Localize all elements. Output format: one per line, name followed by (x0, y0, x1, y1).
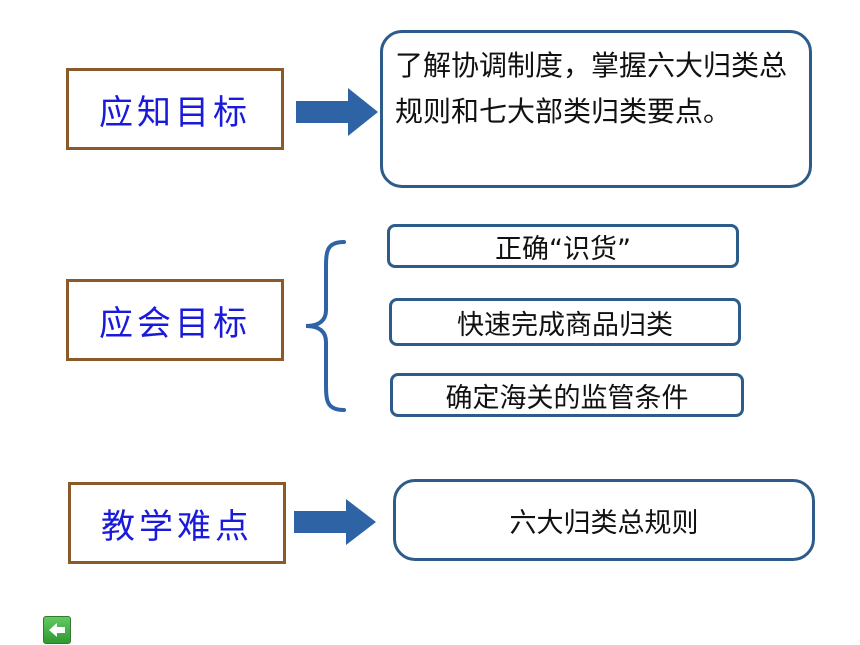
right-arrow-icon (296, 88, 378, 136)
left-curly-brace-icon (305, 240, 346, 412)
skill-item-text: 确定海关的监管条件 (445, 382, 689, 414)
label-skill-goal-text: 应会目标 (99, 303, 251, 344)
skill-item: 正确“识货” (387, 224, 739, 268)
label-teaching-difficulty: 教学难点 (68, 482, 286, 564)
back-button[interactable] (43, 616, 71, 644)
skill-item: 确定海关的监管条件 (390, 373, 744, 417)
skill-item: 快速完成商品归类 (389, 298, 741, 346)
label-knowledge-goal-text: 应知目标 (99, 92, 251, 133)
label-knowledge-goal: 应知目标 (66, 68, 284, 150)
right-arrow-icon (294, 499, 376, 545)
knowledge-goal-description-text: 了解协调制度，掌握六大归类总规则和七大部类归类要点。 (395, 49, 788, 128)
skill-item-text: 正确“识货” (495, 233, 631, 265)
label-skill-goal: 应会目标 (66, 279, 284, 361)
label-teaching-difficulty-text: 教学难点 (101, 506, 253, 547)
back-arrow-icon (49, 623, 65, 637)
teaching-difficulty-description-text: 六大归类总规则 (509, 507, 699, 539)
teaching-difficulty-description: 六大归类总规则 (393, 479, 815, 561)
skill-item-text: 快速完成商品归类 (457, 309, 673, 341)
knowledge-goal-description: 了解协调制度，掌握六大归类总规则和七大部类归类要点。 (380, 30, 812, 188)
